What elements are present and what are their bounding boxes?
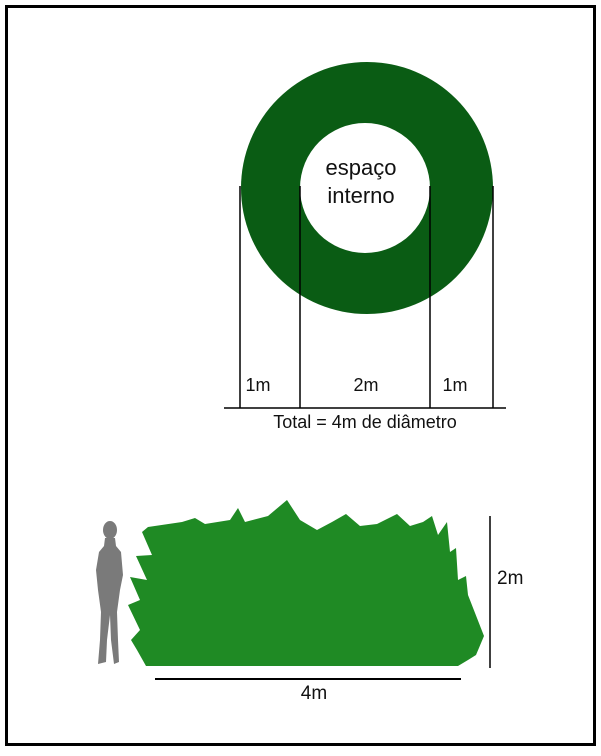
right-ring-width-label: 1m [442, 375, 467, 395]
left-ring-width-label: 1m [245, 375, 270, 395]
shrub-height-label: 2m [497, 568, 523, 589]
inner-diameter-label: 2m [353, 375, 378, 395]
inner-space [300, 123, 430, 253]
shrub-width-label: 4m [301, 683, 327, 704]
person-silhouette [96, 521, 123, 664]
inner-space-label-line1: espaço [326, 155, 397, 180]
shrub-shape [128, 500, 484, 666]
top-view: espaço interno 1m 2m 1m Total = 4m de di… [224, 62, 506, 432]
side-view: 2m 4m [96, 500, 523, 704]
frame-border [5, 5, 596, 746]
total-diameter-caption: Total = 4m de diâmetro [273, 412, 457, 432]
inner-space-label-line2: interno [327, 183, 394, 208]
